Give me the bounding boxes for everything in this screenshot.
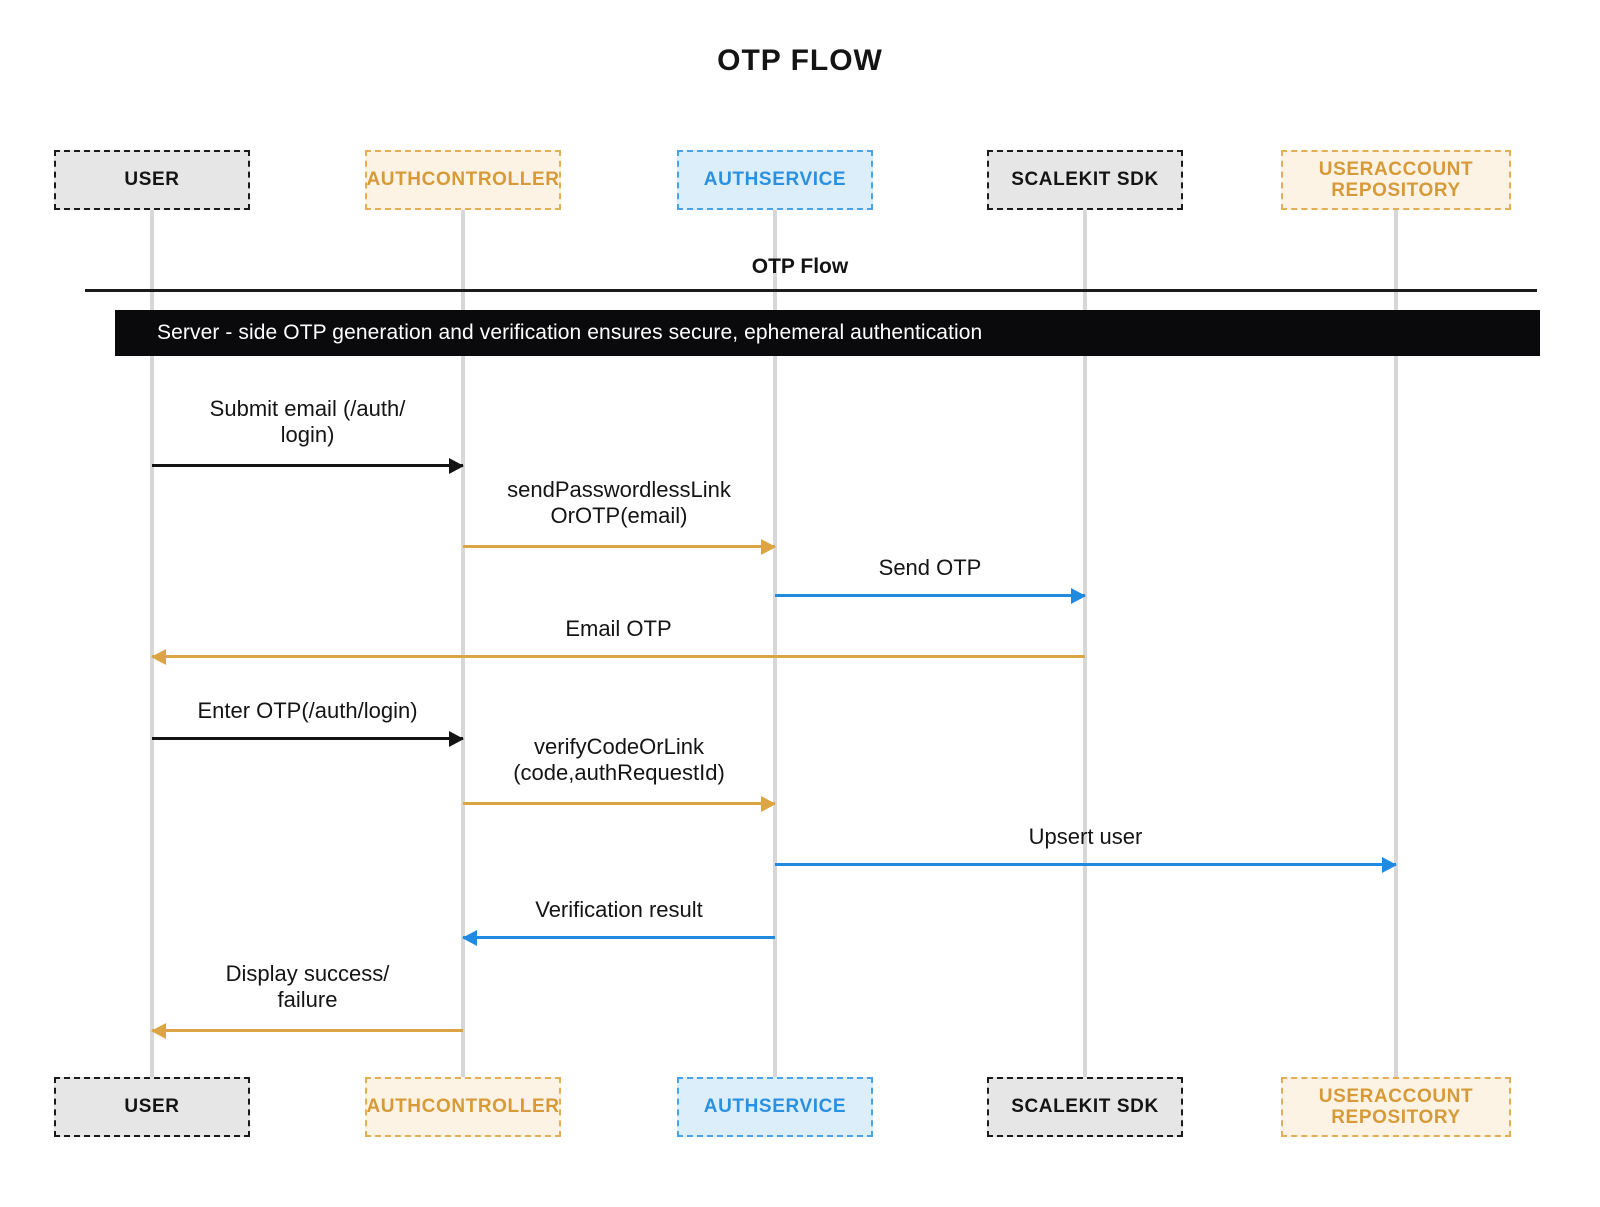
message-label: Send OTP <box>878 555 982 580</box>
message-arrow-head <box>1382 856 1397 873</box>
message-arrow-line <box>463 545 775 548</box>
participant-label: AUTHSERVICE <box>703 1096 847 1118</box>
participant-label: AUTHCONTROLLER <box>366 169 560 191</box>
participant-box-sdk-bottom[interactable]: SCALEKIT SDK <box>987 1077 1183 1137</box>
message-arrow-head <box>761 538 776 555</box>
fragment-divider <box>85 289 1537 292</box>
page-title: OTP FLOW <box>717 44 883 77</box>
message-arrow-line <box>152 1029 463 1032</box>
lifeline-service <box>773 210 777 1077</box>
participant-label: SCALEKIT SDK <box>1011 1096 1159 1118</box>
message-arrow-head <box>462 929 477 946</box>
message-label: Email OTP <box>565 616 672 641</box>
message-arrow-head <box>449 457 464 474</box>
participant-box-controller-top[interactable]: AUTHCONTROLLER <box>365 150 561 210</box>
message-arrow-line <box>152 655 1085 658</box>
participant-box-repo-bottom[interactable]: USERACCOUNT REPOSITORY <box>1281 1077 1511 1137</box>
participant-label: USER <box>124 1096 180 1118</box>
message-arrow-head <box>1071 587 1086 604</box>
participant-box-user-top[interactable]: USER <box>54 150 250 210</box>
participant-label: AUTHSERVICE <box>703 169 847 191</box>
message-arrow-head <box>761 795 776 812</box>
message-label: Display success/ failure <box>225 961 390 1012</box>
message-label: Submit email (/auth/ login) <box>209 396 406 447</box>
message-label: Enter OTP(/auth/login) <box>197 698 418 723</box>
message-arrow-line <box>775 863 1396 866</box>
message-label: Upsert user <box>1028 824 1143 849</box>
message-arrow-line <box>463 936 775 939</box>
participant-label: USER <box>124 169 180 191</box>
lifeline-sdk <box>1083 210 1087 1077</box>
message-arrow-head <box>449 730 464 747</box>
note-banner: Server - side OTP generation and verific… <box>115 310 1540 356</box>
message-arrow-line <box>775 594 1085 597</box>
participant-box-user-bottom[interactable]: USER <box>54 1077 250 1137</box>
lifeline-controller <box>461 210 465 1077</box>
message-label: sendPasswordlessLink OrOTP(email) <box>507 477 731 528</box>
lifeline-repo <box>1394 210 1398 1077</box>
participant-label: USERACCOUNT REPOSITORY <box>1318 158 1474 201</box>
participant-box-service-top[interactable]: AUTHSERVICE <box>677 150 873 210</box>
message-arrow-line <box>463 802 775 805</box>
message-arrow-line <box>152 737 463 740</box>
participant-label: SCALEKIT SDK <box>1011 169 1159 191</box>
participant-label: USERACCOUNT REPOSITORY <box>1318 1085 1474 1128</box>
message-arrow-head <box>151 1022 166 1039</box>
participant-box-controller-bottom[interactable]: AUTHCONTROLLER <box>365 1077 561 1137</box>
message-label: verifyCodeOrLink (code,authRequestId) <box>513 734 725 785</box>
participant-box-repo-top[interactable]: USERACCOUNT REPOSITORY <box>1281 150 1511 210</box>
participant-box-sdk-top[interactable]: SCALEKIT SDK <box>987 150 1183 210</box>
fragment-label: OTP Flow <box>751 255 849 278</box>
message-arrow-head <box>151 648 166 665</box>
message-label: Verification result <box>535 897 703 922</box>
lifeline-user <box>150 210 154 1077</box>
message-arrow-line <box>152 464 463 467</box>
participant-box-service-bottom[interactable]: AUTHSERVICE <box>677 1077 873 1137</box>
participant-label: AUTHCONTROLLER <box>366 1096 560 1118</box>
